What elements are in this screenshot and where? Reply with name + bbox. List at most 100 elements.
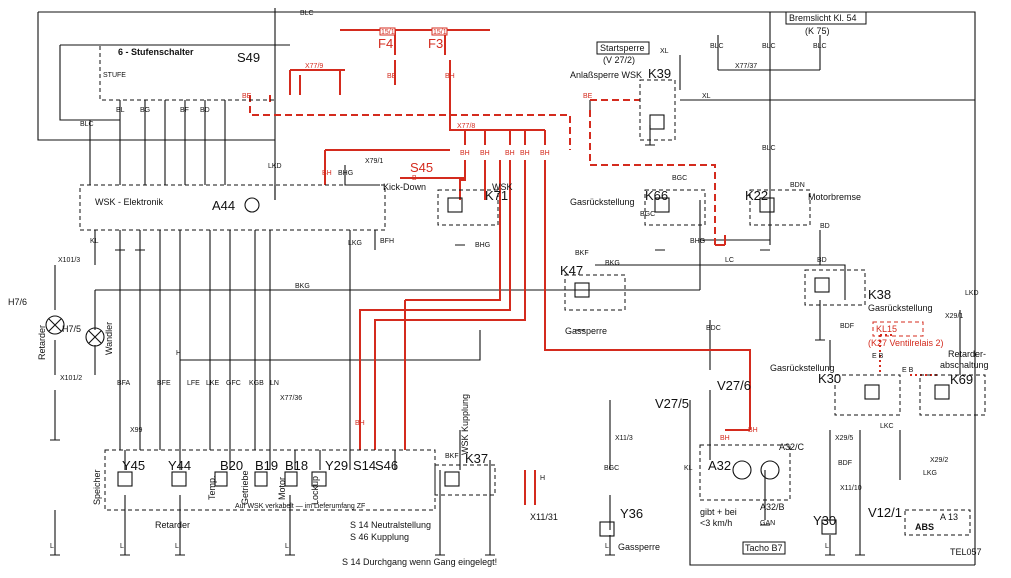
- wc-h: H: [176, 350, 181, 357]
- label-k47: K47: [560, 263, 583, 278]
- wc-blc-top: BLC: [300, 10, 314, 17]
- wc-h-2: H: [540, 475, 545, 482]
- bremslicht-box: [785, 11, 867, 25]
- wc-blc-left: BLC: [80, 121, 94, 128]
- label-kmh: <3 km/h: [700, 518, 732, 528]
- label-kickdown: Kick-Down: [383, 182, 426, 192]
- k37-box: [434, 464, 496, 496]
- lamps: [45, 197, 780, 480]
- label-stufe: STUFE: [103, 72, 126, 79]
- black-wires: [37, 8, 976, 566]
- label-k38: K38: [868, 287, 891, 302]
- wc-bh-7: BH: [322, 170, 332, 177]
- abs-box: [904, 509, 971, 536]
- label-x11-10: X11/10: [840, 485, 862, 492]
- label-x11-31: X11/31: [530, 512, 558, 522]
- label-b18: B18: [285, 458, 308, 473]
- label-x77-37: X77/37: [735, 63, 757, 70]
- label-k27: (K27 Ventilrelais 2): [868, 338, 944, 348]
- wc-lkd-r: LKD: [965, 290, 979, 297]
- a32-symbol-1: [732, 460, 752, 480]
- label-x29-5: X29/5: [835, 435, 853, 442]
- wc-lke: LKE: [206, 380, 220, 387]
- label-a13: A 13: [940, 512, 958, 522]
- wc-b: B: [412, 175, 417, 182]
- fuse-f3: [431, 27, 448, 36]
- label-s14-durchgang: S 14 Durchgang wenn Gang eingelegt!: [342, 557, 497, 567]
- label-gan: GAN: [760, 520, 775, 527]
- wc-bkg-2: BKG: [295, 283, 310, 290]
- label-y29: Y29: [325, 458, 348, 473]
- k38-box: [804, 269, 866, 306]
- label-b20: B20: [220, 458, 243, 473]
- wc-l-1: L: [50, 543, 54, 550]
- label-wsk: WSK: [492, 182, 513, 192]
- label-x99: X99: [130, 427, 143, 434]
- label-fuse1: 15/1: [381, 29, 395, 36]
- label-s49: S49: [237, 50, 260, 65]
- label-s14: S14: [353, 458, 376, 473]
- wc-bgc-3: BGC: [604, 465, 619, 472]
- label-y45: Y45: [122, 458, 145, 473]
- wc-bd-3: BD: [820, 223, 830, 230]
- wc-bd-2: BD: [817, 257, 827, 264]
- label-v12-1: V12/1: [868, 505, 902, 520]
- lamp-h7-6: [45, 315, 65, 335]
- startsperre-box: [596, 41, 650, 55]
- wc-bh-10: BH: [355, 420, 365, 427]
- label-startsperre: Startsperre: [600, 43, 645, 53]
- label-k66: K66: [645, 188, 668, 203]
- label-retarder-abs-2: abschaltung: [940, 360, 989, 370]
- label-ref-id: TEL057: [950, 547, 982, 557]
- label-stufenschalter: 6 - Stufenschalter: [118, 47, 194, 57]
- label-a32: A32: [708, 458, 731, 473]
- label-gasrueck3: Gasrückstellung: [770, 363, 835, 373]
- label-b19: B19: [255, 458, 278, 473]
- label-x101-2: X101/2: [60, 375, 82, 382]
- label-k69: K69: [950, 372, 973, 387]
- label-k37: K37: [465, 451, 488, 466]
- a32-symbol-2: [760, 460, 780, 480]
- k22-box: [749, 189, 811, 226]
- wc-xl-2: XL: [660, 48, 669, 55]
- k30-box: [834, 374, 901, 416]
- label-retarder: Retarder: [155, 520, 190, 530]
- wc-bkg-1: BKG: [605, 260, 620, 267]
- a44-symbol: [244, 197, 260, 213]
- label-gasrueck2: Gasrückstellung: [868, 303, 933, 313]
- wc-l-5: L: [605, 543, 609, 550]
- wc-bdn: BDN: [790, 182, 805, 189]
- wc-lfe: LFE: [187, 380, 200, 387]
- wc-bgc-1: BGC: [672, 175, 687, 182]
- label-a32c: A32/C: [779, 442, 805, 452]
- label-a32b: A32/B: [760, 502, 785, 512]
- label-x101-3: X101/3: [58, 257, 80, 264]
- label-x29-1: X29/1: [945, 313, 963, 320]
- wc-eb-2: E B: [902, 367, 914, 374]
- label-gasrueck: Gasrückstellung: [570, 197, 635, 207]
- label-temp: Temp.: [207, 475, 217, 500]
- wc-eb-1: E B: [872, 353, 884, 360]
- label-tacho: Tacho B7: [745, 543, 783, 553]
- label-y36: Y36: [620, 506, 643, 521]
- wc-kl: KL: [90, 238, 99, 245]
- label-s46: S46: [375, 458, 398, 473]
- label-v27-5: V27/5: [655, 396, 689, 411]
- component-boxes: [79, 11, 986, 555]
- label-v27-2: (V 27/2): [603, 55, 635, 65]
- wc-bfe: BFE: [157, 380, 171, 387]
- wire-codes: BLC BLC BLC BLC BLC BLC LKD LKD BL BG BF…: [50, 10, 979, 550]
- lamp-h7-5: [85, 327, 105, 347]
- red-wires: [249, 29, 940, 505]
- label-lockup: Lockup: [310, 476, 320, 505]
- wc-bhg-1: BHG: [338, 170, 353, 177]
- wc-bhg-3: BHG: [690, 238, 705, 245]
- relay-coils: [117, 114, 950, 537]
- tacho-box: [742, 541, 786, 555]
- wc-blc-r4: BLC: [762, 145, 776, 152]
- ground-symbols: [50, 144, 865, 556]
- wc-bh-6: BH: [540, 150, 550, 157]
- label-gibt: gibt + bei: [700, 507, 737, 517]
